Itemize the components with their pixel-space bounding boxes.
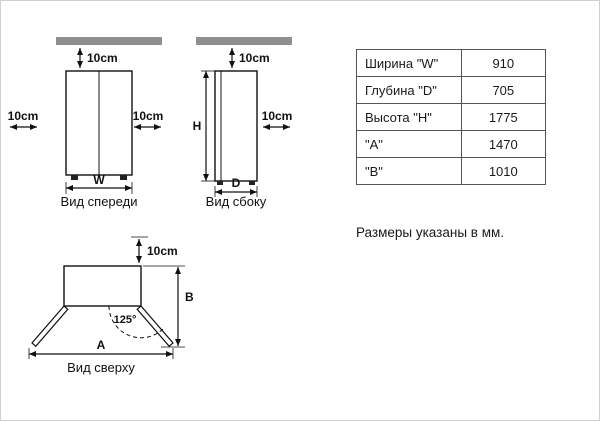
fridge-foot (71, 175, 78, 180)
ceiling-wall-bar (196, 37, 292, 45)
fridge-top-outline (63, 265, 142, 307)
dim-value-cell: 1470 (460, 130, 547, 158)
dim-label-cell: Ширина "W" (356, 49, 462, 77)
dim-value-cell: 1010 (460, 157, 547, 185)
depth-label: D (232, 176, 241, 190)
diagram-canvas: 10cm 10cm 10cm W Вид спереди 10cm (8, 37, 293, 375)
dimensions-table: Ширина "W" 910 Глубина "D" 705 Высота "H… (356, 49, 547, 185)
table-row: Ширина "W" 910 (356, 49, 547, 77)
right-clearance-label: 10cm (133, 109, 164, 123)
front-view-caption: Вид спереди (61, 194, 138, 209)
top-clearance-label: 10cm (87, 51, 118, 65)
left-clearance-label: 10cm (8, 109, 39, 123)
rear-clearance-label: 10cm (147, 244, 178, 258)
ceiling-wall-bar (56, 37, 162, 45)
right-door-open (136, 305, 174, 348)
dim-label-cell: Высота "H" (356, 103, 462, 131)
door-angle-label: 125° (114, 314, 137, 326)
table-row: Высота "H" 1775 (356, 103, 547, 131)
fridge-foot (249, 181, 255, 185)
dim-label-cell: "A" (356, 130, 462, 158)
dim-value-cell: 910 (460, 49, 547, 77)
height-label: H (193, 119, 202, 133)
table-row: "B" 1010 (356, 157, 547, 185)
table-row: Глубина "D" 705 (356, 76, 547, 104)
a-dimension-label: A (97, 338, 106, 352)
top-view-caption: Вид сверху (67, 360, 135, 375)
fridge-foot (217, 181, 223, 185)
dim-label-cell: "B" (356, 157, 462, 185)
dim-value-cell: 705 (460, 76, 547, 104)
left-door-open (31, 305, 69, 348)
width-label: W (93, 173, 105, 187)
door-angle-arc (108, 305, 164, 339)
front-view: 10cm 10cm 10cm W Вид спереди (8, 37, 164, 209)
dim-label-cell: Глубина "D" (356, 76, 462, 104)
side-view-caption: Вид сбоку (206, 194, 267, 209)
b-dimension-label: B (185, 290, 194, 304)
dim-value-cell: 1775 (460, 103, 547, 131)
top-view: 10cm 125° B A Вид сверху (28, 236, 194, 375)
fridge-foot (120, 175, 127, 180)
fridge-side-outline (214, 70, 258, 182)
table-row: "A" 1470 (356, 130, 547, 158)
side-view: 10cm H 10cm D Вид сбоку (193, 37, 293, 209)
top-clearance-label: 10cm (239, 51, 270, 65)
rear-clearance-label: 10cm (262, 109, 293, 123)
units-note: Размеры указаны в мм. (356, 225, 505, 240)
